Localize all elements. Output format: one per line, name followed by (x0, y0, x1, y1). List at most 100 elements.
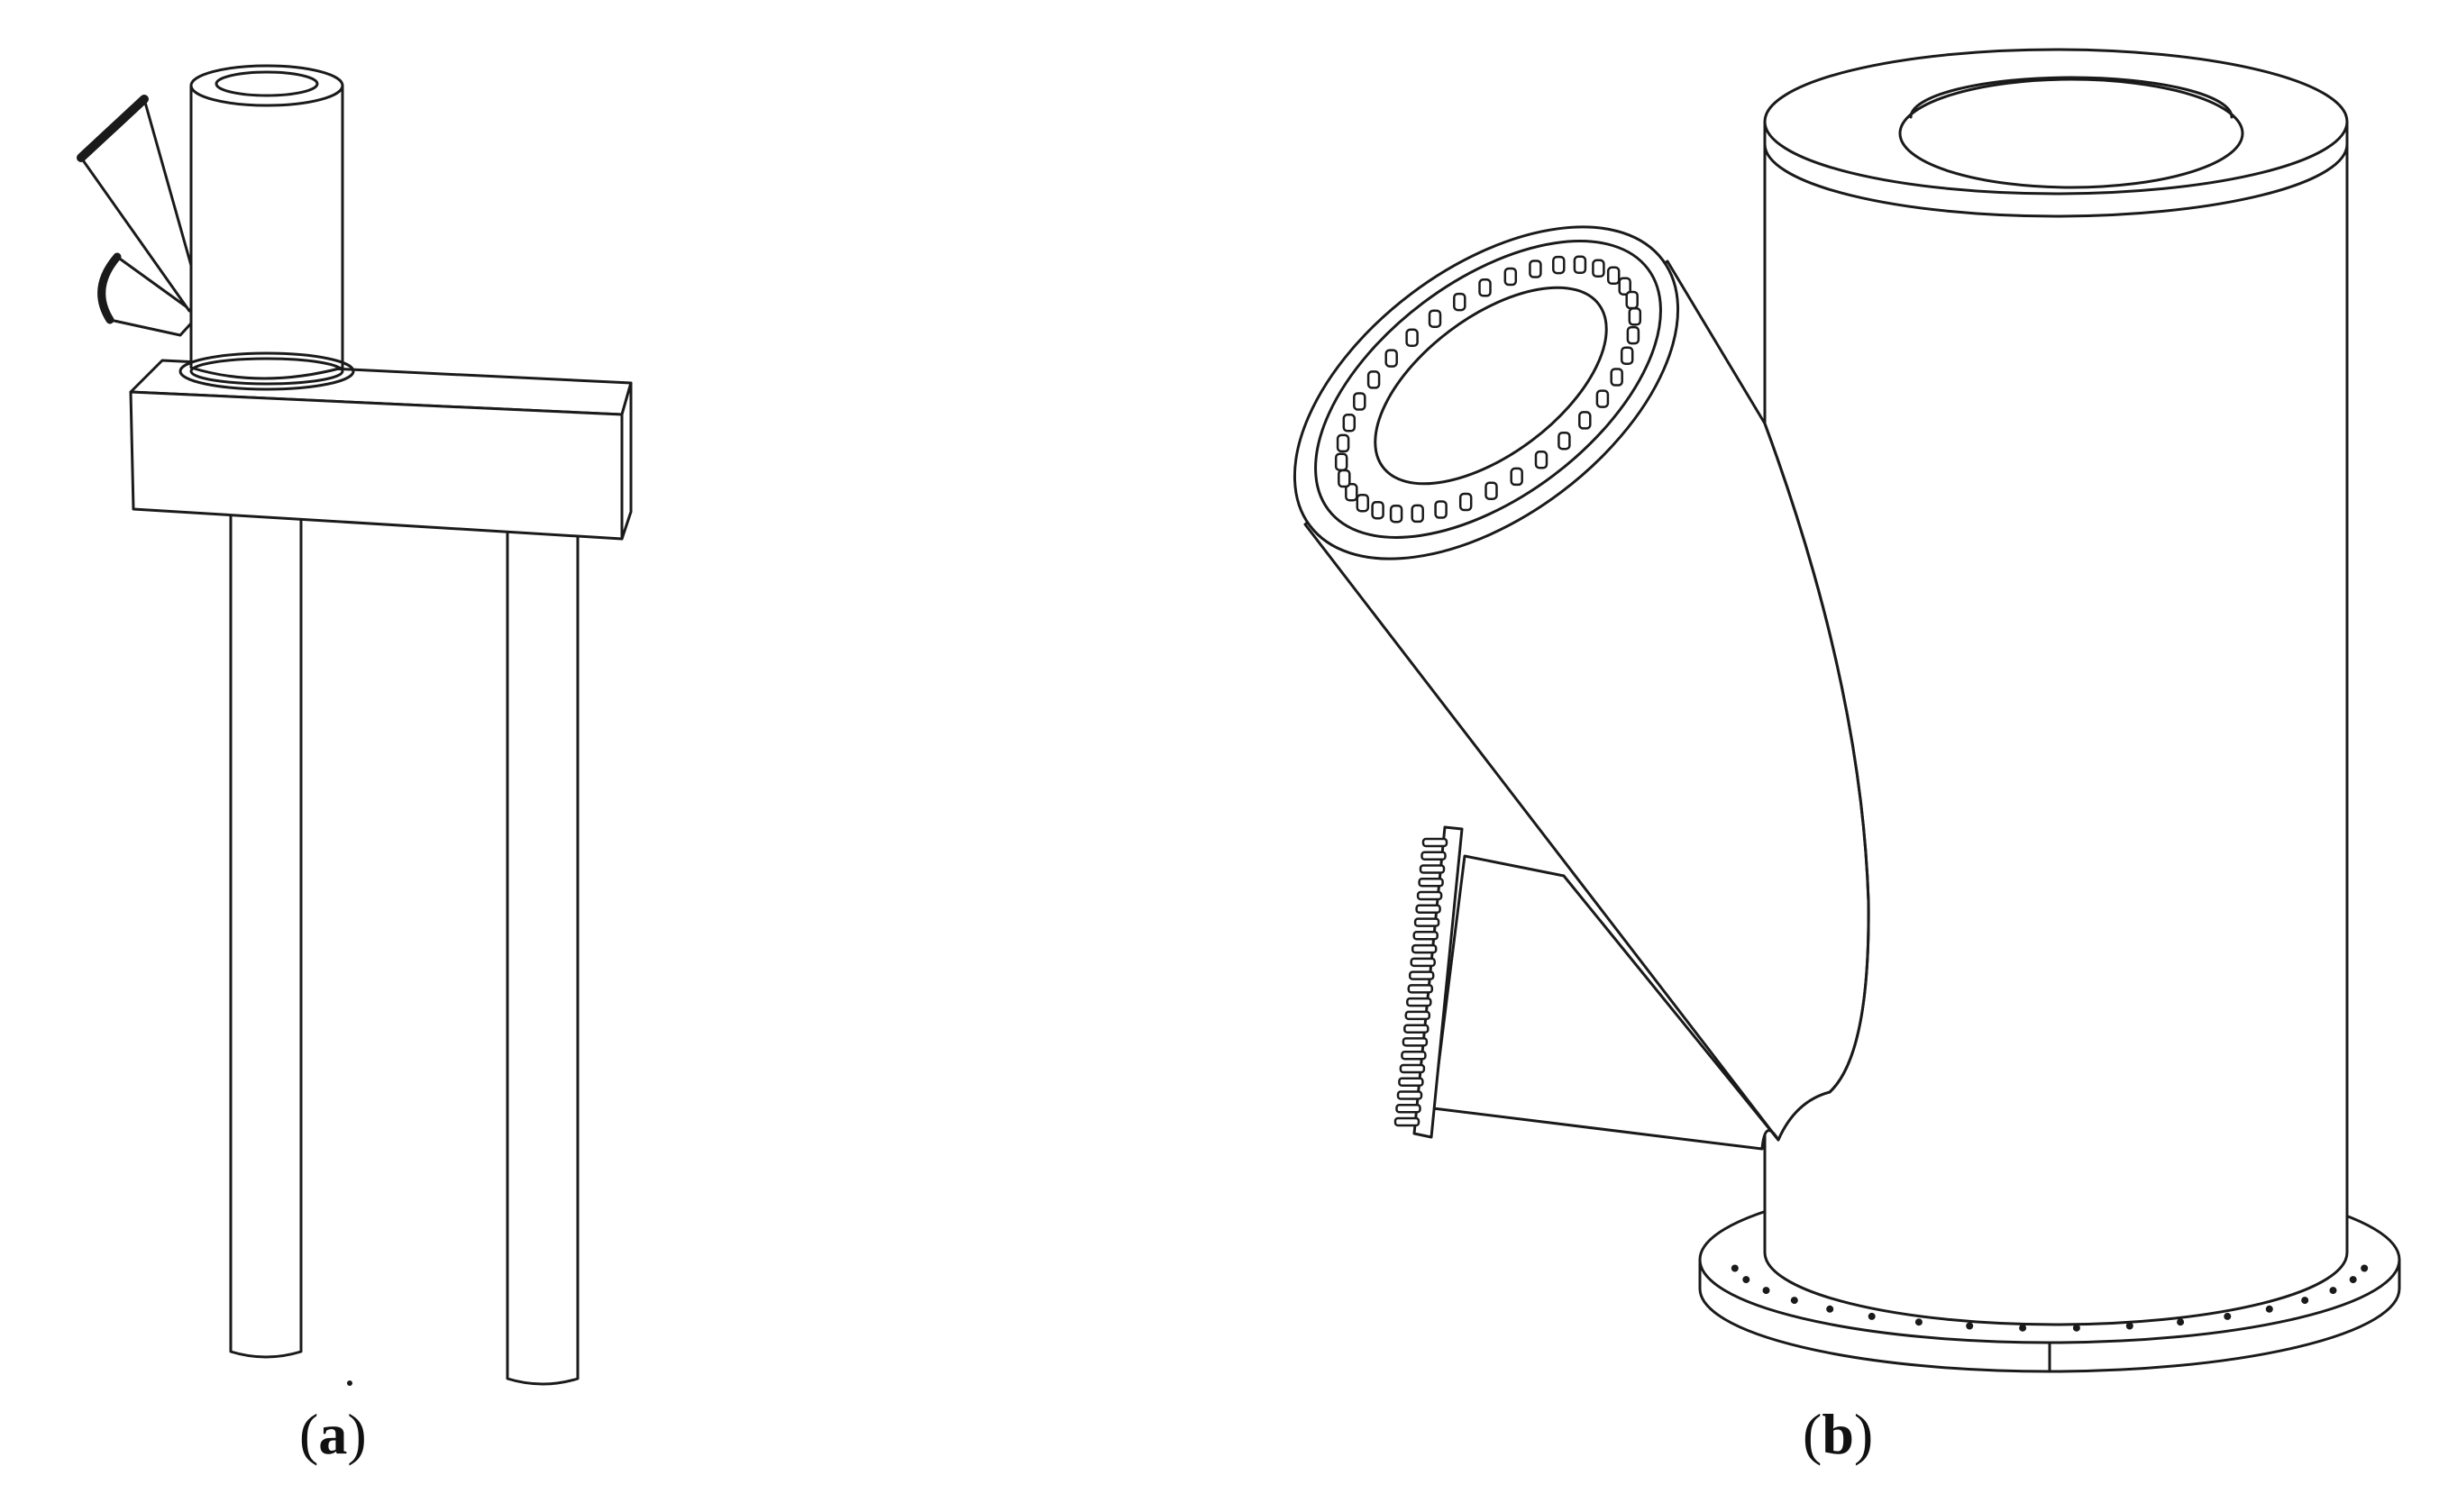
flange-hole (2349, 1276, 2357, 1284)
panel-a-dot (347, 1380, 352, 1386)
flange-bolt (1606, 266, 1621, 286)
flange-bolt (1407, 984, 1434, 994)
flange-bolt (1404, 1010, 1431, 1021)
flange-bolt (1478, 278, 1492, 297)
flange-bolt (1408, 970, 1435, 980)
panel-a-pipe-base-ring (178, 351, 355, 391)
flange-bolt (1393, 1116, 1420, 1127)
flange-bolt (1412, 931, 1439, 941)
flange-hole (1868, 1312, 1876, 1320)
flange-bolt (1552, 255, 1566, 275)
panel-b-drawing (1293, 48, 2401, 1373)
panel-a-caption-letter: a (318, 1402, 348, 1466)
flange-bolt (1411, 943, 1438, 954)
panel-a-block-front (129, 390, 624, 541)
flange-bolt (1420, 851, 1447, 861)
flange-hole (2361, 1264, 2369, 1272)
flange-bolt (1418, 878, 1444, 888)
panel-b-caption-letter: b (1822, 1402, 1854, 1466)
panel-b-small-flange-bolts (1393, 837, 1448, 1127)
flange-hole (1966, 1322, 1974, 1330)
flange-bolt (1395, 1103, 1421, 1114)
flange-hole (1826, 1305, 1834, 1313)
flange-bolt (1406, 997, 1432, 1007)
flange-bolt (1413, 917, 1440, 927)
panel-a-pipe-base-ring-inner (189, 357, 344, 386)
flange-bolt (1573, 255, 1587, 275)
flange-bolt (1410, 957, 1436, 968)
panel-b-large-flange-face (1314, 240, 1662, 539)
flange-hole (2125, 1322, 2133, 1330)
panel-a-leg-right (506, 530, 580, 1386)
panel-b-large-flange-bore (1374, 286, 1608, 486)
panel-b-large-flange-bolts (1334, 255, 1642, 524)
panel-a-caption-open: ( (299, 1402, 319, 1466)
panel-a-drawing (77, 64, 633, 1386)
flange-bolt (1345, 483, 1358, 502)
flange-bolt (1428, 309, 1442, 328)
panel-a-small-branch-flange (97, 252, 122, 324)
flange-bolt (1620, 346, 1634, 365)
flange-bolt (1338, 469, 1351, 488)
panel-a-leg-left (229, 512, 303, 1359)
flange-bolt (1628, 307, 1642, 326)
flange-bolt (1398, 1077, 1424, 1087)
panel-b-small-branch (1431, 854, 1780, 1151)
flange-bolt (1416, 890, 1443, 901)
panel-b-caption: (b) (1803, 1406, 1873, 1463)
flange-hole (2177, 1318, 2185, 1326)
flange-hole (1731, 1264, 1739, 1272)
flange-bolt (1356, 493, 1370, 513)
flange-bolt (1389, 504, 1403, 524)
flange-bolt (1434, 500, 1448, 519)
flange-bolt (1353, 392, 1366, 411)
flange-bolt (1595, 389, 1610, 408)
flange-bolt (1534, 451, 1548, 469)
flange-bolt (1336, 433, 1350, 453)
flange-bolt (1334, 452, 1348, 471)
flange-bolt (1415, 904, 1441, 915)
flange-bolt (1625, 290, 1639, 310)
flange-bolt (1401, 1050, 1427, 1061)
flange-hole (2329, 1287, 2337, 1295)
flange-bolt (1510, 467, 1523, 487)
flange-bolt (1557, 431, 1571, 451)
panel-a-pipe-body (189, 84, 344, 380)
panel-b-base-flange-holes (1731, 1264, 2369, 1332)
flange-bolt (1411, 504, 1424, 524)
flange-bolt (1399, 1063, 1426, 1074)
flange-bolt (1626, 325, 1640, 345)
panel-b-top-opening (1898, 77, 2244, 189)
flange-bolt (1402, 1037, 1429, 1047)
flange-bolt (1484, 481, 1498, 500)
flange-bolt (1371, 500, 1384, 520)
panel-b-caption-open: ( (1803, 1402, 1822, 1466)
flange-bolt (1458, 492, 1473, 512)
flange-hole (2019, 1324, 2027, 1332)
flange-bolt (1421, 837, 1448, 848)
flange-bolt (1396, 1090, 1423, 1100)
panel-a-caption: (a) (299, 1406, 367, 1463)
flange-bolt (1403, 1024, 1430, 1034)
flange-bolt (1618, 277, 1631, 296)
panel-a-large-branch-flange (77, 95, 149, 162)
flange-hole (1742, 1276, 1750, 1284)
flange-bolt (1592, 259, 1605, 278)
flange-bolt (1529, 260, 1542, 278)
flange-bolt (1453, 292, 1466, 312)
flange-bolt (1578, 411, 1592, 430)
flange-bolt (1503, 267, 1518, 287)
flange-bolt (1384, 349, 1398, 368)
flange-bolt (1342, 414, 1357, 433)
flange-bolt (1610, 368, 1623, 387)
panel-b-main-body (1763, 124, 2349, 1326)
flange-bolt (1405, 328, 1419, 348)
flange-hole (2265, 1305, 2273, 1313)
flange-bolt (1366, 370, 1381, 389)
flange-hole (1790, 1297, 1798, 1305)
panel-a-pipe-top-bore (215, 70, 319, 97)
panel-b-intersection-curve (1763, 422, 1870, 1094)
panel-b-caption-close: ) (1853, 1402, 1874, 1466)
panel-a-block-side (620, 381, 633, 541)
